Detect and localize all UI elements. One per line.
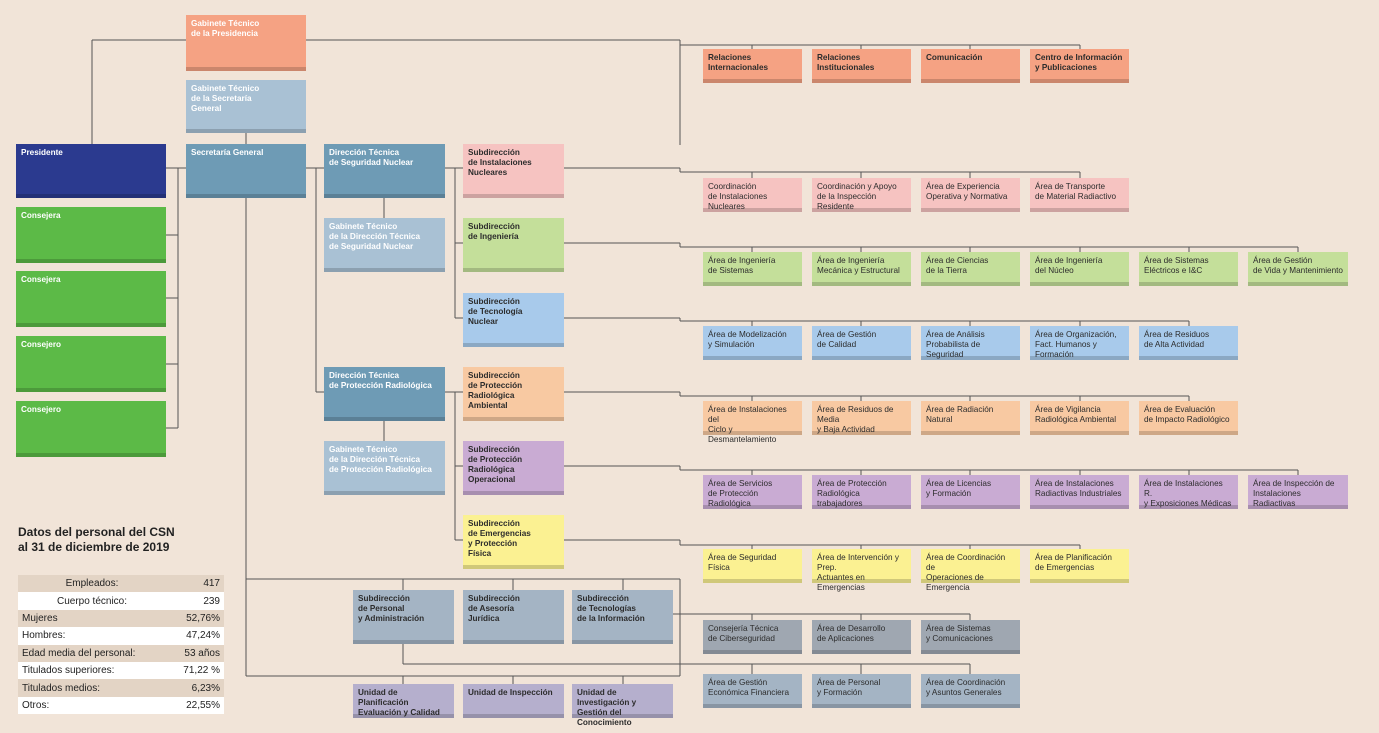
box-inspeccion-instalaciones: Área de Inspección de Instalaciones Radi… [1248,475,1348,509]
box-seguridad-fisica: Área de Seguridad Física [703,549,802,583]
box-ciberseguridad: Consejería Técnica de Ciberseguridad [703,620,802,654]
box-consejero-2: Consejero [16,401,166,457]
box-relaciones-institucionales: Relaciones Institucionales [812,49,911,83]
box-sistemas-comunicaciones: Área de Sistemas y Comunicaciones [921,620,1020,654]
box-gestion-calidad: Área de Gestión de Calidad [812,326,911,360]
box-presidente: Presidente [16,144,166,198]
box-consejera-1: Consejera [16,207,166,263]
box-gabinete-presidencia: Gabinete Técnico de la Presidencia [186,15,306,71]
box-organizacion-factores: Área de Organización, Fact. Humanos y Fo… [1030,326,1129,360]
box-transporte-material: Área de Transporte de Material Radiactiv… [1030,178,1129,212]
box-instalaciones-ciclo: Área de Instalaciones del Ciclo y Desman… [703,401,802,444]
box-gabinete-dt-seguridad-nuclear: Gabinete Técnico de la Dirección Técnica… [324,218,445,272]
stats-title: Datos del personal del CSN al 31 de dici… [18,525,175,554]
box-ciencias-tierra: Área de Ciencias de la Tierra [921,252,1020,286]
box-intervencion: Área de Intervención y Prep. Actuantes e… [812,549,911,592]
box-sub-pr-operacional: Subdirección de Protección Radiológica O… [463,441,564,495]
box-sub-tecnologia-nuclear: Subdirección de Tecnología Nuclear [463,293,564,347]
box-exposiciones-medicas: Área de Instalaciones R. y Exposiciones … [1139,475,1238,509]
box-relaciones-internacionales: Relaciones Internacionales [703,49,802,83]
box-sub-emergencias: Subdirección de Emergencias y Protección… [463,515,564,569]
stats-value: 52,76% [186,612,220,624]
box-gestion-vida: Área de Gestión de Vida y Mantenimiento [1248,252,1348,286]
box-sub-tecnologias-informacion: Subdirección de Tecnologías de la Inform… [572,590,673,644]
box-instalaciones-industriales: Área de Instalaciones Radiactivas Indust… [1030,475,1129,509]
box-dt-proteccion-radiologica: Dirección Técnica de Protección Radiológ… [324,367,445,421]
stats-row: Titulados superiores: 71,22 % [18,661,224,680]
stats-row: Empleados: 417 [18,575,224,593]
box-vigilancia-ambiental: Área de Vigilancia Radiológica Ambiental [1030,401,1129,435]
box-gestion-economica: Área de Gestión Económica Financiera [703,674,802,708]
box-dt-seguridad-nuclear: Dirección Técnica de Seguridad Nuclear [324,144,445,198]
box-personal-formacion: Área de Personal y Formación [812,674,911,708]
box-gabinete-secretaria: Gabinete Técnico de la Secretaría Genera… [186,80,306,133]
stats-row: Otros: 22,55% [18,696,224,715]
box-consejero-1: Consejero [16,336,166,392]
box-impacto-radiologico: Área de Evaluación de Impacto Radiológic… [1139,401,1238,435]
stats-label: Cuerpo técnico: [56,595,128,607]
stats-label: Edad media del personal: [22,647,136,659]
box-desarrollo-aplicaciones: Área de Desarrollo de Aplicaciones [812,620,911,654]
stats-label: Hombres: [22,630,66,642]
box-sistemas-electricos: Área de Sistemas Eléctricos e I&C [1139,252,1238,286]
box-sub-ingenieria: Subdirección de Ingeniería [463,218,564,272]
box-sub-pr-ambiental: Subdirección de Protección Radiológica A… [463,367,564,421]
stats-value: 417 [203,578,220,590]
box-centro-informacion: Centro de Información y Publicaciones [1030,49,1129,83]
box-unidad-investigacion: Unidad de Investigación y Gestión del Co… [572,684,673,727]
stats-value: 239 [203,595,220,607]
box-asuntos-generales: Área de Coordinación y Asuntos Generales [921,674,1020,708]
box-ingenieria-sistemas: Área de Ingeniería de Sistemas [703,252,802,286]
box-secretaria-general: Secretaría General [186,144,306,198]
box-sub-personal: Subdirección de Personal y Administració… [353,590,454,644]
stats-label: Mujeres [22,612,58,624]
box-pr-trabajadores: Área de Protección Radiológica trabajado… [812,475,911,509]
box-unidad-planificacion: Unidad de Planificación Evaluación y Cal… [353,684,454,718]
box-residuos-media: Área de Residuos de Media y Baja Activid… [812,401,911,435]
stats-row: Hombres: 47,24% [18,627,224,645]
stats-label: Empleados: [65,578,119,590]
box-unidad-inspeccion: Unidad de Inspección [463,684,564,718]
stats-value: 6,23% [191,682,220,694]
stats-label: Otros: [22,699,50,711]
stats-row: Edad media del personal: 53 años [18,644,224,662]
stats-row: Titulados medios: 6,23% [18,679,224,697]
stats-row: Mujeres 52,76% [18,609,224,628]
stats-value: 22,55% [186,699,220,711]
box-gabinete-dt-proteccion-radiologica: Gabinete Técnico de la Dirección Técnica… [324,441,445,495]
connector-lines [91,39,1299,684]
box-ingenieria-mecanica: Área de Ingeniería Mecánica y Estructura… [812,252,911,286]
box-sub-asesoria: Subdirección de Asesoría Jurídica [463,590,564,644]
stats-label: Titulados superiores: [22,665,115,677]
stats-row: Cuerpo técnico: 239 [18,592,224,610]
box-ingenieria-nucleo: Área de Ingeniería del Núcleo [1030,252,1129,286]
box-experiencia-operativa: Área de Experiencia Operativa y Normativ… [921,178,1020,212]
box-coordinacion-instalaciones: Coordinación de Instalaciones Nucleares [703,178,802,212]
stats-value: 47,24% [186,630,220,642]
box-comunicacion: Comunicación [921,49,1020,83]
box-radiacion-natural: Área de Radiación Natural [921,401,1020,435]
box-coordinacion-operaciones: Área de Coordinación de Operaciones de E… [921,549,1020,592]
stats-label: Titulados medios: [22,682,100,694]
box-coordinacion-inspeccion: Coordinación y Apoyo de la Inspección Re… [812,178,911,212]
box-analisis-probabilista: Área de Análisis Probabilista de Segurid… [921,326,1020,360]
box-modelizacion: Área de Modelización y Simulación [703,326,802,360]
box-residuos-alta: Área de Residuos de Alta Actividad [1139,326,1238,360]
stats-table: Empleados: 417 Cuerpo técnico: 239 Mujeres… [18,575,224,715]
box-sub-instalaciones-nucleares: Subdirección de Instalaciones Nucleares [463,144,564,198]
box-servicios-pr: Área de Servicios de Protección Radiológ… [703,475,802,509]
box-planificacion-emergencias: Área de Planificación de Emergencias [1030,549,1129,583]
box-consejera-2: Consejera [16,271,166,327]
stats-value: 71,22 % [183,665,220,677]
stats-value: 53 años [184,647,220,659]
box-licencias-formacion: Área de Licencias y Formación [921,475,1020,509]
